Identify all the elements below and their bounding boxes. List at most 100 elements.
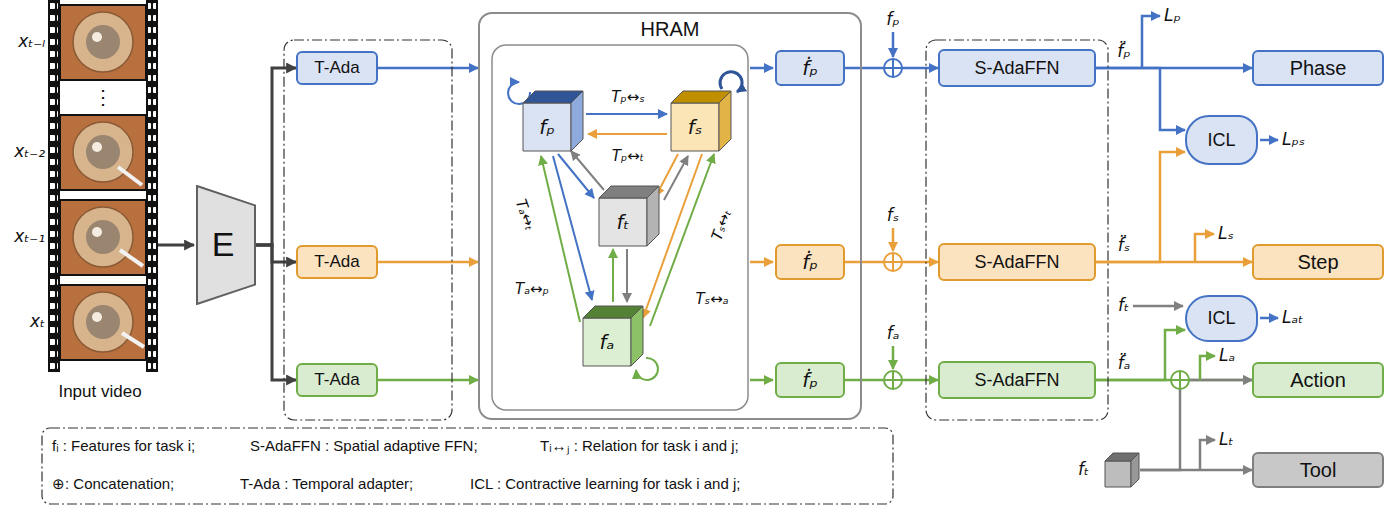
- loss-arrow: [1195, 234, 1214, 262]
- relation-arrow: [571, 151, 604, 190]
- relation-module-frame: HRAMfₚfₛfₜfₐḟₚḟₚḟₚ: [478, 12, 862, 420]
- node-label: T-Ada: [314, 58, 359, 78]
- loss-arrow: [1260, 139, 1278, 142]
- output-arrow: [750, 261, 773, 264]
- surgical-tool: [118, 167, 142, 185]
- cube-face: [631, 306, 643, 366]
- sprocket-holes: [148, 0, 156, 372]
- loss-label: Lₛ: [1218, 224, 1234, 244]
- film-strip: [48, 0, 158, 372]
- loss-label: Lₚₛ: [1282, 130, 1305, 150]
- connector-arrow: [1140, 380, 1252, 470]
- sprocket-holes: [50, 0, 58, 372]
- task-head-box: Tool: [1252, 452, 1384, 488]
- eye-pupil: [86, 305, 120, 339]
- loss-arrow: [1142, 16, 1160, 68]
- legend-frame: [42, 428, 893, 504]
- input-caption: Input video: [58, 382, 141, 402]
- eye-highlight: [92, 312, 102, 322]
- contrastive-box: ICL: [1185, 295, 1258, 342]
- feature-arrow: [892, 32, 895, 57]
- legend-text: fᵢ : Features for task i;: [52, 437, 195, 454]
- temporal-adapter-box: T-Ada: [296, 245, 378, 279]
- frame-label: xₜ₋ₗ: [18, 32, 45, 52]
- connector-arrow: [1096, 68, 1185, 130]
- node-label: ḟₚ: [802, 57, 818, 80]
- node-label: fₜ: [599, 198, 647, 246]
- relation-arrows: [508, 72, 742, 380]
- frame-label: xₜ₋₁: [14, 227, 45, 247]
- concat-symbol: [884, 253, 902, 271]
- legend-entry: S-AdaFFN : Spatial adaptive FFN;: [250, 437, 478, 454]
- relation-panel: [492, 45, 748, 410]
- video-frame: [60, 5, 146, 80]
- frame-ground: [60, 5, 146, 80]
- node-label: ḟₚ: [802, 369, 818, 392]
- frame-ground: [60, 200, 146, 275]
- cube-face: [583, 318, 631, 366]
- cube-face: [671, 103, 719, 151]
- film-band: [146, 0, 158, 372]
- cube-face: [719, 91, 731, 151]
- concat-circle: [884, 371, 902, 389]
- feature-label: f̈ₛ: [1118, 236, 1130, 256]
- connector-arrow: [1096, 330, 1185, 380]
- node-label: Action: [1290, 369, 1346, 392]
- feature-box: ḟₚ: [775, 362, 845, 398]
- relation-label: Tₛ↔ₜ: [708, 207, 735, 243]
- legend-entry: T-Ada : Temporal adapter;: [240, 475, 413, 492]
- node-label: fₚ: [523, 103, 571, 151]
- surgical-tool: [122, 333, 144, 347]
- concat-circle: [884, 253, 902, 271]
- group-bracket: [926, 40, 1108, 420]
- concat-cross: [884, 371, 902, 389]
- temporal-adapter-box: T-Ada: [296, 51, 378, 85]
- relation-arrow: [643, 154, 702, 318]
- feature-cube: fₜ: [598, 185, 660, 247]
- cube-face: [1105, 461, 1131, 487]
- relation-label: Tₚ↔ₛ: [611, 89, 645, 106]
- concat-symbol: [1171, 371, 1189, 389]
- loss-label: Lₚ: [1164, 6, 1181, 26]
- legend-text: ICL : Contractive learning for task i an…: [470, 475, 740, 492]
- tool-feature-cube: fₜ: [1078, 448, 1140, 492]
- relation-arrow: [553, 156, 592, 300]
- concat-circle: [1171, 371, 1189, 389]
- contrastive-box: ICL: [1185, 115, 1258, 165]
- relation-arrow: [612, 249, 614, 302]
- loss-label: Lₐ: [1219, 346, 1235, 366]
- node-label: Phase: [1290, 57, 1347, 80]
- concat-cross: [884, 253, 902, 271]
- relation-label: Tₐ↔ₜ: [511, 197, 538, 233]
- feature-cube: fₚ: [522, 90, 584, 152]
- connector-arrow: [256, 245, 296, 262]
- node-label: ICL: [1207, 130, 1235, 151]
- node-label: Tool: [1300, 459, 1337, 482]
- eye-iris: [73, 12, 133, 72]
- feature-label: f̈ₐ: [1118, 354, 1131, 374]
- cube-face: [523, 103, 571, 151]
- legend-entry: Tᵢ↔ⱼ : Relation for task i and j;: [540, 437, 739, 454]
- loss-arrow: [1200, 356, 1215, 380]
- node-label: Step: [1297, 251, 1338, 274]
- connector-arrow: [378, 379, 478, 382]
- task-head-box: Action: [1252, 362, 1384, 398]
- encoder-outline: [197, 186, 255, 304]
- input-arrow: [158, 244, 194, 247]
- loss-label: Lₐₜ: [1282, 308, 1303, 328]
- group-bracket: [284, 40, 452, 420]
- cube-face: [1131, 453, 1139, 487]
- node-label: fₛ: [671, 103, 719, 151]
- connector-arrow: [256, 245, 296, 380]
- connector-arrow: [256, 68, 296, 245]
- surgical-tool: [120, 250, 143, 266]
- cube-face: [571, 91, 583, 151]
- connector-arrow: [378, 261, 478, 264]
- eye-pupil: [86, 25, 120, 59]
- spatial-ffn-box: S-AdaFFN: [938, 243, 1096, 281]
- connector-arrow: [1096, 261, 1252, 264]
- frame-label: xₜ: [30, 312, 45, 332]
- connector-arrow: [1096, 152, 1185, 262]
- concat-cross: [1171, 371, 1189, 389]
